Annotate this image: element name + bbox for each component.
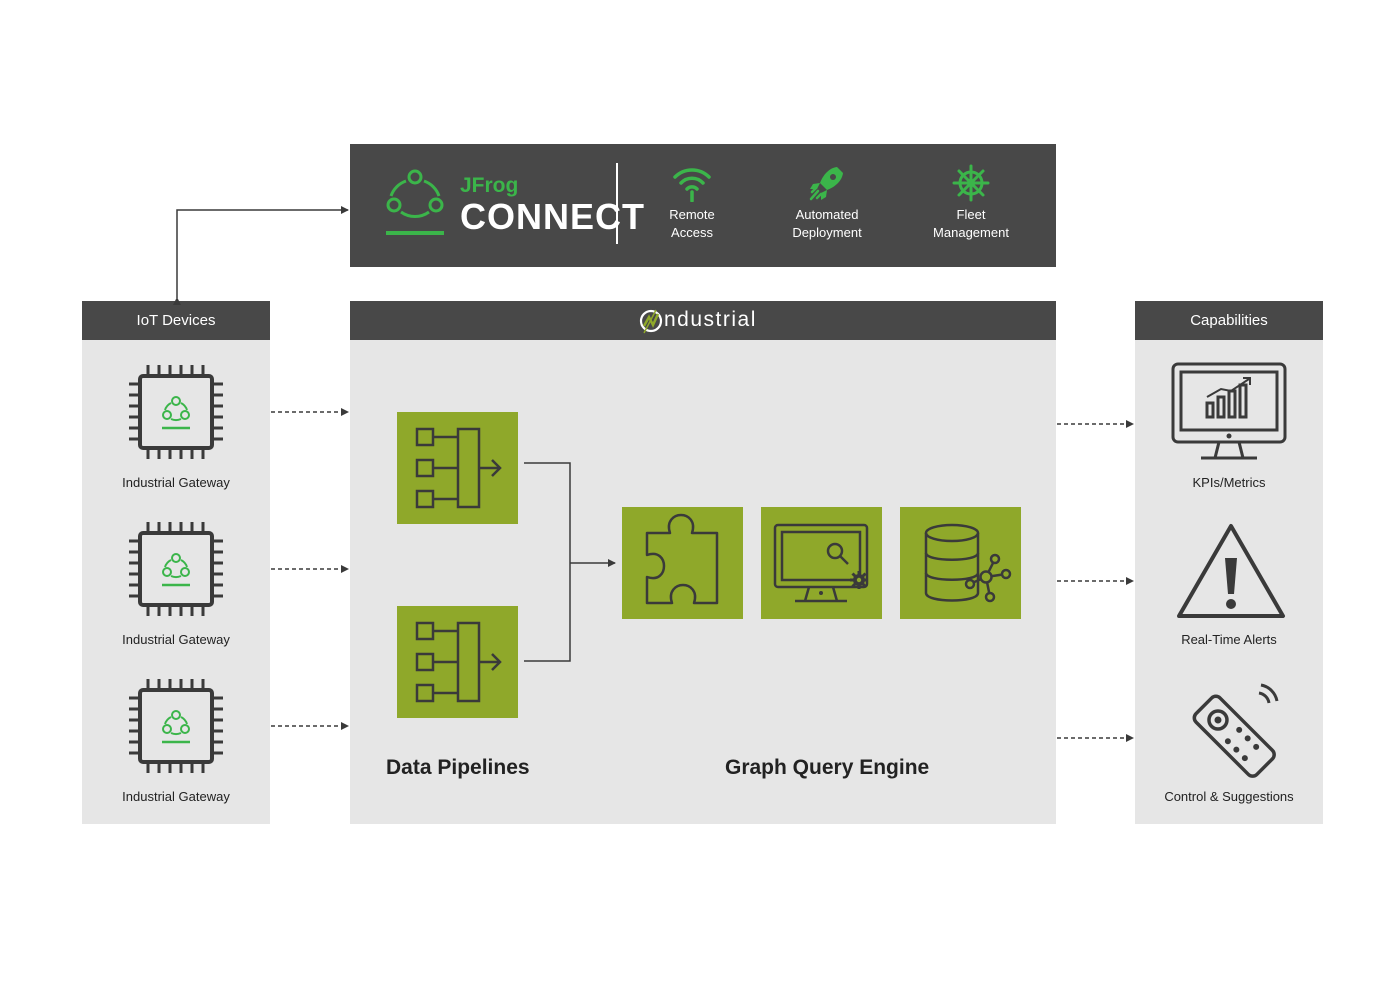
iot-device-label: Industrial Gateway [122, 789, 230, 804]
industrial-header: ndustrial [350, 301, 1056, 340]
capability-kpis: KPIs/Metrics [1135, 361, 1323, 491]
chip-icon [129, 365, 223, 459]
monitor-search-icon [773, 523, 869, 603]
iot-device-2: Industrial Gateway [82, 518, 270, 648]
pipeline-tile-1 [397, 412, 518, 524]
jfrog-connect-bar: JFrog CONNECT Remote Access Automated De… [350, 144, 1056, 267]
capability-label: Real-Time Alerts [1181, 632, 1277, 647]
chip-icon [129, 522, 223, 616]
iot-devices-title: IoT Devices [82, 301, 270, 340]
feature-label-line1: Remote [669, 207, 715, 222]
rocket-icon [809, 167, 843, 201]
database-graph-icon [924, 523, 1012, 603]
remote-control-icon [1192, 683, 1279, 778]
graph-query-engine-label: Graph Query Engine [725, 756, 930, 779]
jfrog-brand-bottom: CONNECT [460, 196, 645, 237]
puzzle-piece-icon [645, 513, 719, 605]
ndustrial-logo-text: ndustrial [664, 308, 757, 331]
ship-wheel-icon [952, 164, 990, 202]
capabilities-title: Capabilities [1135, 301, 1323, 340]
iot-devices-panel: IoT Devices Industrial Gateway [82, 301, 270, 824]
engine-tile-analytics [761, 507, 882, 619]
warning-icon [1177, 524, 1285, 618]
iot-to-jfrog-connector [173, 206, 349, 305]
capability-control: Control & Suggestions [1135, 675, 1323, 805]
flow-chart-icon [415, 621, 502, 703]
iot-device-label: Industrial Gateway [122, 475, 230, 490]
data-pipelines-label: Data Pipelines [386, 756, 530, 779]
capability-label: KPIs/Metrics [1192, 475, 1266, 490]
flow-chart-icon [415, 427, 502, 509]
engine-tile-plugin [622, 507, 743, 619]
feature-automated-deployment: Automated Deployment [767, 164, 887, 242]
capability-alerts: Real-Time Alerts [1135, 518, 1323, 648]
engine-tile-graph-database [900, 507, 1021, 619]
wifi-icon [673, 168, 711, 202]
feature-fleet-management: Fleet Management [911, 164, 1031, 242]
feature-label-line1: Fleet [956, 207, 986, 222]
pipeline-tile-2 [397, 606, 518, 718]
jfrog-brand-top: JFrog [460, 174, 519, 197]
ndustrial-logo-icon [639, 309, 663, 334]
feature-remote-access: Remote Access [632, 164, 752, 242]
feature-label-line2: Management [933, 225, 1009, 240]
jfrog-divider [616, 163, 618, 244]
monitor-chart-icon [1171, 362, 1287, 460]
capability-label: Control & Suggestions [1164, 789, 1294, 804]
feature-label-line2: Deployment [792, 225, 862, 240]
iot-device-label: Industrial Gateway [122, 632, 230, 647]
capabilities-panel: Capabilities KPIs/Metrics Rea [1135, 301, 1323, 824]
industrial-panel: ndustrial [350, 301, 1056, 824]
iot-device-1: Industrial Gateway [82, 361, 270, 491]
jfrog-connect-logo-icon [386, 169, 444, 235]
chip-icon [129, 679, 223, 773]
feature-label-line1: Automated [795, 207, 859, 222]
iot-device-3: Industrial Gateway [82, 675, 270, 805]
feature-label-line2: Access [671, 225, 713, 240]
